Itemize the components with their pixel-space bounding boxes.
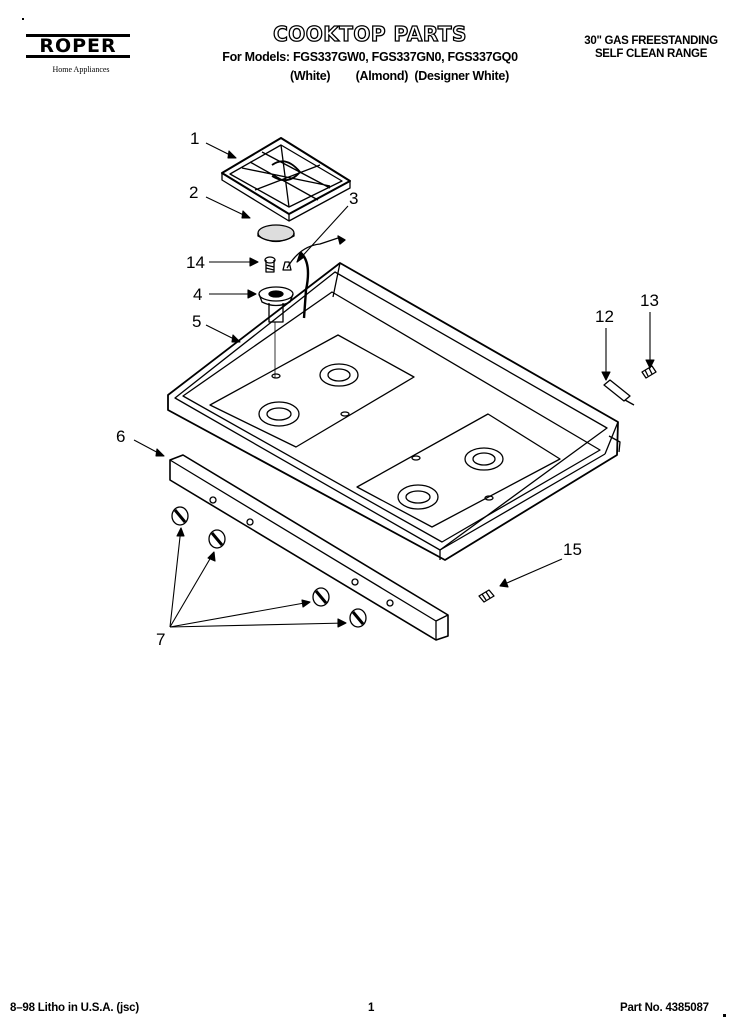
callout-13: 13 bbox=[640, 291, 659, 310]
cooktop-main-top bbox=[167, 262, 621, 561]
range-feature: SELF CLEAN RANGE bbox=[594, 48, 708, 60]
callout-4: 4 bbox=[193, 285, 202, 304]
control-knobs bbox=[171, 506, 367, 628]
callout-numbers: 1 2 3 14 4 5 13 12 6 15 7 bbox=[116, 129, 659, 649]
burner-head bbox=[258, 286, 294, 378]
burner-cap bbox=[257, 224, 295, 243]
callout-1: 1 bbox=[190, 129, 199, 148]
roper-logo: ROPER bbox=[26, 34, 130, 58]
screw-15 bbox=[478, 589, 495, 603]
callout-15: 15 bbox=[563, 540, 582, 559]
callout-3: 3 bbox=[349, 189, 358, 208]
screw-14 bbox=[264, 256, 276, 273]
page-number: 1 bbox=[368, 1002, 375, 1014]
control-panel bbox=[169, 454, 449, 641]
registration-mark bbox=[723, 1014, 726, 1017]
callout-6: 6 bbox=[116, 427, 125, 446]
callout-14: 14 bbox=[186, 253, 205, 272]
model-colors: (White) (Almond) (Designer White) bbox=[290, 69, 509, 83]
print-info: 8–98 Litho in U.S.A. (jsc) bbox=[10, 1002, 139, 1014]
callout-2: 2 bbox=[189, 183, 198, 202]
registration-mark bbox=[22, 18, 24, 20]
page-title: COOKTOP PARTS bbox=[272, 21, 467, 46]
range-description: 30" GAS FREESTANDING SELF CLEAN RANGE bbox=[566, 35, 736, 61]
spark-ignitor bbox=[603, 379, 635, 406]
callout-5: 5 bbox=[192, 312, 201, 331]
callout-7: 7 bbox=[156, 630, 165, 649]
brand-name: ROPER bbox=[39, 35, 117, 57]
screw-13 bbox=[641, 365, 657, 379]
range-type: 30" GAS FREESTANDING bbox=[584, 35, 718, 47]
part-number: Part No. 4385087 bbox=[620, 1002, 709, 1014]
burner-grate bbox=[221, 137, 351, 222]
brand-subtitle: Home Appliances bbox=[52, 65, 110, 74]
model-list: For Models: FGS337GW0, FGS337GN0, FGS337… bbox=[222, 50, 518, 64]
callout-12: 12 bbox=[595, 307, 614, 326]
leader-lines bbox=[133, 142, 655, 628]
